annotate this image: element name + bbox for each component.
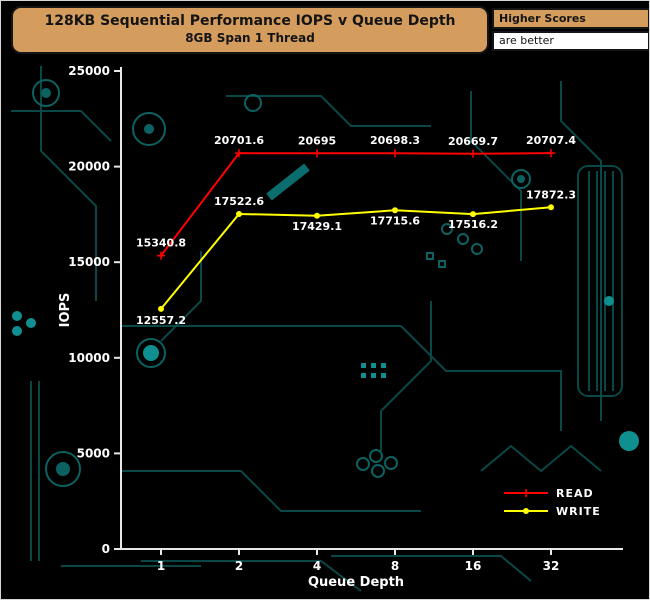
data-label: 20695 — [298, 134, 336, 147]
x-tick-label: 16 — [465, 559, 482, 573]
data-label: 12557.2 — [136, 314, 186, 327]
series-line-write — [160, 206, 552, 310]
data-label: 17429.1 — [292, 220, 342, 233]
x-tick-label: 8 — [391, 559, 399, 573]
data-point-marker — [548, 204, 554, 211]
data-label: 17715.6 — [370, 214, 420, 227]
y-tick-label: 20000 — [68, 160, 110, 174]
y-tick-label: 10000 — [68, 351, 110, 365]
data-label: 17522.6 — [214, 195, 264, 208]
data-label: 17516.2 — [448, 218, 498, 231]
data-label: 20669.7 — [448, 135, 498, 148]
y-axis-title: IOPS — [58, 293, 73, 328]
chart-title: 128KB Sequential Performance IOPS v Queu… — [44, 13, 456, 29]
x-tick-label: 2 — [235, 559, 243, 573]
chart-title-box: 128KB Sequential Performance IOPS v Queu… — [11, 6, 489, 54]
y-tick-label: 15000 — [68, 255, 110, 269]
data-label: 20707.4 — [526, 134, 576, 147]
data-point-marker — [236, 210, 242, 217]
chart-subtitle: 8GB Span 1 Thread — [185, 31, 315, 45]
series-write: 12557.2 17522.6 17429.1 17715.6 17516.2 17872… — [136, 188, 576, 327]
data-label: 20698.3 — [370, 134, 420, 147]
y-tick-label: 0 — [102, 542, 110, 556]
data-point-marker — [392, 207, 398, 214]
data-point-marker — [470, 211, 476, 218]
y-tick-label: 5000 — [77, 446, 110, 460]
data-label: 20701.6 — [214, 134, 264, 147]
x-tick-label: 32 — [543, 559, 560, 573]
higher-scores-label: Higher Scores — [492, 8, 649, 29]
data-label: 17872.3 — [526, 188, 576, 201]
x-axis-title: Queue Depth — [308, 575, 404, 590]
legend-label: READ — [556, 487, 594, 500]
data-point-marker — [314, 212, 320, 219]
are-better-label: are better — [492, 31, 649, 51]
x-tick-label: 4 — [313, 559, 321, 573]
series-line-read — [160, 152, 552, 257]
data-point-marker — [158, 305, 164, 312]
legend-marker — [523, 508, 529, 514]
legend-label: WRITE — [556, 505, 601, 518]
legend: READ WRITE — [504, 487, 601, 518]
y-tick-label: 25000 — [68, 64, 110, 78]
data-label: 15340.8 — [136, 237, 186, 250]
series-read: 15340.8 20701.6 20695 20698.3 20669.7 20707.4 — [136, 134, 576, 260]
x-tick-label: 1 — [157, 559, 165, 573]
